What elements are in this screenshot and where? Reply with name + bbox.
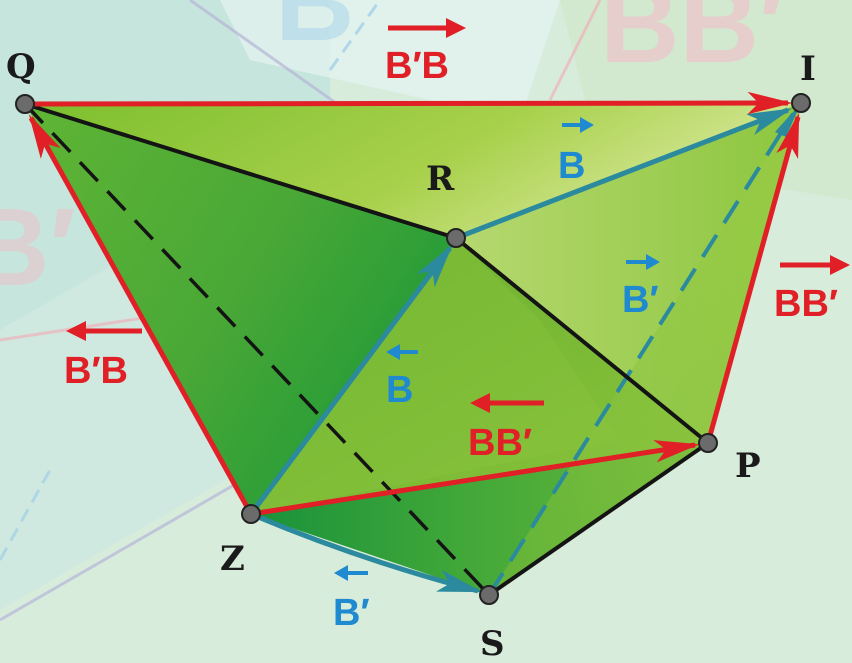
edge-r-p bbox=[454, 236, 710, 445]
watermark-b-prime-left: B′ bbox=[0, 186, 76, 309]
face-q-i-r bbox=[25, 103, 801, 238]
vertex-q bbox=[15, 94, 35, 114]
vector-label-b-ri: B bbox=[558, 145, 585, 187]
vector-label-b-prime-si: B′ bbox=[622, 279, 659, 321]
label-s: S bbox=[480, 624, 505, 663]
vector-z-s bbox=[250, 511, 483, 594]
label-p: P bbox=[735, 446, 761, 486]
red-vectors bbox=[24, 91, 801, 517]
vector-z-r bbox=[248, 244, 453, 516]
label-z: Z bbox=[220, 539, 245, 579]
vector-z-q bbox=[28, 114, 254, 516]
vector-label-b-prime-b-left: B′B bbox=[64, 350, 128, 392]
vertex-r bbox=[446, 228, 466, 248]
vector-p-i bbox=[705, 112, 801, 444]
overarrow-head-b-prime-si bbox=[646, 254, 660, 270]
overarrow-head-b-prime-b-left bbox=[66, 321, 86, 341]
label-i: I bbox=[800, 49, 816, 89]
edge-s-i-dashed bbox=[487, 112, 795, 597]
overarrow-head-bb-prime-zp bbox=[470, 393, 490, 413]
vertices bbox=[15, 93, 811, 605]
overarrow-head-bb-prime-pi bbox=[830, 255, 850, 275]
watermark-bb-prime: BB′ bbox=[600, 0, 785, 86]
overarrow-head-b-prime-b-top bbox=[446, 18, 466, 38]
vector-label-bb-prime-zp: BB′ bbox=[468, 422, 532, 464]
edge-q-r bbox=[24, 102, 457, 240]
edge-q-s-dashed bbox=[23, 102, 491, 597]
vector-label-b-prime-b-top: B′B bbox=[385, 45, 449, 87]
vector-label-bb-prime-pi: BB′ bbox=[774, 283, 838, 325]
point-labels: Q I R P Z S bbox=[6, 47, 816, 663]
black-edges bbox=[24, 102, 710, 597]
watermark-b: B bbox=[275, 0, 354, 64]
label-q: Q bbox=[6, 47, 36, 87]
vertex-z bbox=[241, 504, 261, 524]
teal-vectors bbox=[248, 107, 793, 594]
overarrow-head-b-prime-zs bbox=[334, 565, 348, 581]
vertex-s bbox=[479, 585, 499, 605]
vector-label-b-zr: B bbox=[386, 369, 413, 411]
label-r: R bbox=[426, 159, 455, 199]
vertex-p bbox=[698, 433, 718, 453]
vector-z-p bbox=[250, 440, 700, 517]
edge-p-s bbox=[487, 441, 710, 597]
overarrow-head-b-ri bbox=[580, 117, 594, 133]
vector-labels: B′B B′B B B B′ B′ BB′ BB′ bbox=[64, 18, 850, 634]
overarrow-head-b-zr bbox=[386, 344, 400, 360]
vertex-i bbox=[791, 93, 811, 113]
face-highlight bbox=[251, 238, 620, 514]
vector-r-i bbox=[455, 107, 793, 241]
vector-label-b-prime-zs: B′ bbox=[333, 592, 370, 634]
vector-q-i bbox=[24, 91, 793, 115]
watermarks: B BB′ B′ bbox=[0, 0, 785, 309]
